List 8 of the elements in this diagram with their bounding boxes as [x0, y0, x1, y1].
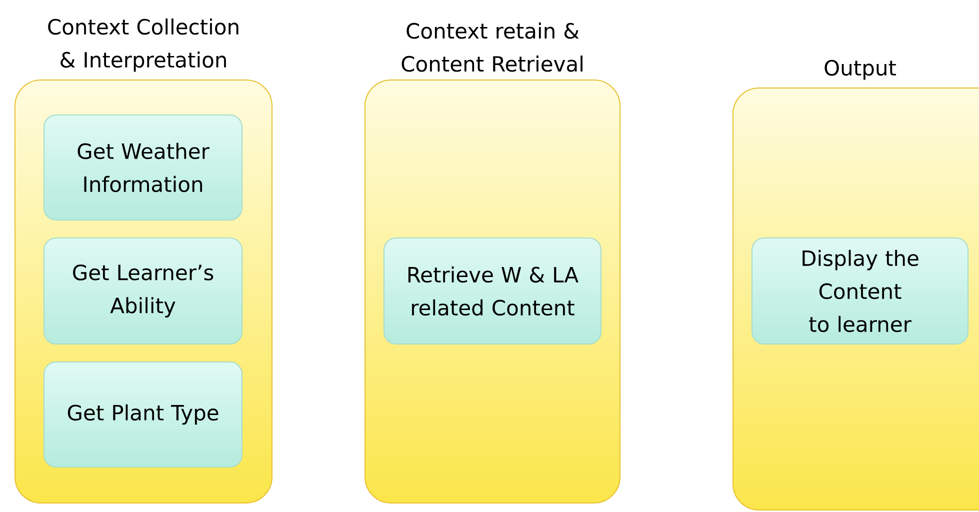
process-box: Retrieve W & LA related Content	[384, 238, 602, 344]
column-heading: Context Collection & Interpretation	[48, 18, 238, 72]
column-heading: Context retain & Content Retrieval	[402, 22, 582, 72]
process-box: Get Plant Type	[44, 362, 242, 468]
process-box: Display the Content to learner	[752, 238, 968, 344]
column-heading: Output	[824, 60, 896, 80]
process-box: Get Weather Information	[44, 114, 242, 220]
process-box: Get Learner’s Ability	[44, 238, 242, 344]
